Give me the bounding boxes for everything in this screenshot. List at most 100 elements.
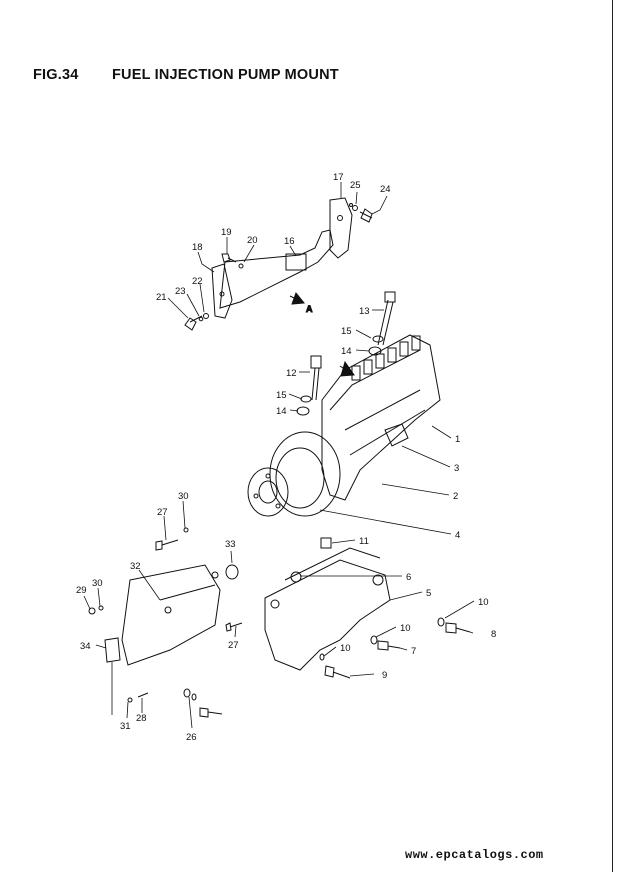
washer-25 [352, 205, 358, 211]
lock-washer-23 [198, 316, 204, 322]
bolt-9 [324, 665, 351, 679]
guard-cover-32 [121, 564, 221, 666]
pump-rib [344, 389, 421, 431]
valve-holder [363, 359, 373, 375]
view-arrow-icon [339, 360, 355, 377]
callout-16: 16 [284, 236, 295, 247]
lower-bracket [264, 559, 391, 671]
valve-holder [375, 353, 385, 369]
washer-15-lower [300, 395, 312, 403]
upper-bracket-assembly [184, 197, 373, 331]
collar-11 [320, 537, 332, 549]
callout-11: 11 [359, 536, 369, 547]
callout-31: 31 [120, 721, 131, 732]
control-lever [384, 423, 409, 447]
bolt-27-upper [155, 539, 179, 551]
valve-holder [411, 335, 421, 351]
guard-hole [211, 571, 219, 579]
upper-vertical-plate [329, 197, 353, 259]
coupling-bolt [253, 493, 259, 499]
figure-number: FIG.34 [33, 67, 79, 83]
figure-title: FIG.34 FUEL INJECTION PUMP MOUNT [33, 67, 339, 83]
watermark-url: www.epcatalogs.com [405, 848, 544, 862]
callout-33: 33 [225, 539, 236, 550]
injection-pump [247, 291, 441, 517]
callout-4: 4 [455, 530, 460, 541]
guard-hole [164, 606, 172, 614]
coupling-hub [258, 480, 278, 504]
lock-washer-25 [349, 203, 353, 207]
lock-washer-26 [191, 693, 197, 701]
bolt-7 [377, 640, 401, 651]
bolt-head-12 [310, 355, 322, 369]
bracket-hole [270, 599, 280, 609]
callout-23: 23 [175, 286, 186, 297]
pump-top-edge [329, 349, 421, 411]
valve-holder [387, 347, 397, 363]
callout-13: 13 [359, 306, 370, 317]
nut-29 [88, 607, 96, 615]
callout-26: 26 [186, 732, 197, 743]
bolt-8 [445, 622, 471, 634]
page-edge-line [612, 0, 613, 872]
washer-31 [127, 697, 133, 703]
callout-32: 32 [130, 561, 141, 572]
callout-19: 19 [221, 227, 232, 238]
bolt-24 [359, 208, 373, 223]
callout-1: 1 [455, 434, 460, 445]
bracket-top-edge [284, 547, 381, 581]
callout-27: 27 [228, 640, 239, 651]
washer-15-upper [372, 335, 384, 343]
callout-labels: 1 2 3 4 5 6 7 8 9 10 10 10 11 12 13 14 1… [76, 172, 496, 743]
lower-vertical-plate [211, 263, 233, 319]
bolt-26 [199, 707, 223, 718]
callout-30: 30 [178, 491, 189, 502]
washer-20 [238, 263, 244, 269]
drive-coupling [247, 467, 289, 517]
washer-10-bolt7 [370, 635, 378, 645]
governor-housing [269, 431, 341, 517]
callout-29: 29 [76, 585, 87, 596]
bracket-strap [219, 229, 334, 309]
callout-22: 22 [192, 276, 203, 287]
bolt-12 [311, 367, 320, 401]
callout-9: 9 [382, 670, 387, 681]
pipe-nut [384, 291, 396, 303]
callout-14: 14 [276, 406, 287, 417]
callout-10: 10 [400, 623, 411, 634]
guard-assembly [88, 527, 243, 718]
guard-edge [159, 584, 216, 601]
figure-caption: FUEL INJECTION PUMP MOUNT [112, 67, 339, 83]
coupling-bolt [275, 503, 281, 509]
plate-hole [337, 215, 343, 221]
washer-26 [183, 688, 191, 698]
callout-34: 34 [80, 641, 91, 652]
callout-2: 2 [453, 491, 458, 502]
callout-3: 3 [454, 463, 459, 474]
callout-5: 5 [426, 588, 431, 599]
callout-15: 15 [341, 326, 352, 337]
callout-15: 15 [276, 390, 287, 401]
callout-18: 18 [192, 242, 203, 253]
pump-rib [349, 409, 426, 456]
lower-bracket-assembly [264, 537, 471, 679]
delivery-valve-holders [351, 335, 421, 381]
bracket-hole [290, 571, 302, 583]
bracket-hole [372, 574, 384, 586]
washer-10-bolt9 [319, 653, 325, 661]
callout-6: 6 [406, 572, 411, 583]
callout-27: 27 [157, 507, 168, 518]
washer-30-upper [183, 527, 189, 533]
callout-30: 30 [92, 578, 103, 589]
leader-lines [83, 182, 475, 729]
washer-22 [203, 313, 209, 319]
callout-24: 24 [380, 184, 391, 195]
callout-28: 28 [136, 713, 147, 724]
callout-12: 12 [286, 368, 297, 379]
rubber-33 [225, 564, 239, 580]
callout-14: 14 [341, 346, 352, 357]
callout-10: 10 [340, 643, 351, 654]
washer-14-lower [296, 406, 310, 416]
bolt-28 [137, 692, 149, 698]
fuel-pipe-13 [377, 299, 394, 346]
